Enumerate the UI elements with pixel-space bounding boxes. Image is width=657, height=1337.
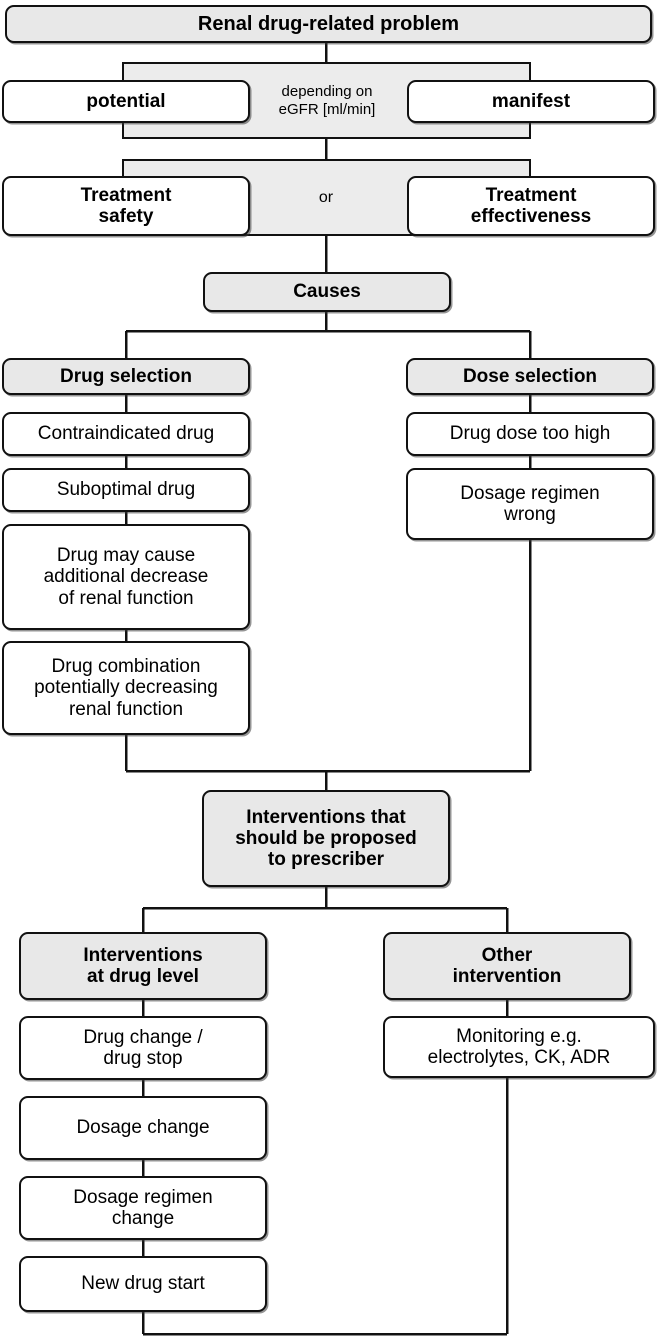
or-label: or xyxy=(318,189,334,207)
node-interventions-proposed-to-prescriber[interactable]: Interventions that should be proposed to… xyxy=(202,790,450,887)
node-label-line-2: change xyxy=(111,1208,175,1229)
node-monitoring-electrolytes-ck-adr[interactable]: Monitoring e.g. electrolytes, CK, ADR xyxy=(383,1016,655,1078)
depending-line-1: depending on xyxy=(281,83,373,100)
node-label-line-1: Interventions xyxy=(83,944,203,966)
node-label: Drug dose too high xyxy=(449,423,611,445)
node-label-line-2: should be proposed xyxy=(235,827,417,849)
node-label: Suboptimal drug xyxy=(56,479,196,501)
node-label-line-2: additional decrease xyxy=(43,566,209,588)
node-potential[interactable]: potential xyxy=(2,80,250,123)
node-label-line-2: potentially decreasing xyxy=(34,677,218,699)
node-label-line-3: renal function xyxy=(68,698,184,720)
band-label-depending-on-egfr: depending on eGFR [ml/min] xyxy=(246,66,408,136)
node-label: Renal drug-related problem xyxy=(197,12,460,35)
node-dosage-regimen-wrong[interactable]: Dosage regimen wrong xyxy=(406,468,654,540)
node-label-line-2: effectiveness xyxy=(470,206,592,227)
node-label: Contraindicated drug xyxy=(37,423,215,445)
node-label-line-2: intervention xyxy=(452,966,562,987)
node-drug-combination-potentially-decreasing[interactable]: Drug combination potentially decreasing … xyxy=(2,641,250,735)
node-label-line-2: at drug level xyxy=(87,966,199,987)
node-label: potential xyxy=(86,90,166,112)
node-drug-change-drug-stop[interactable]: Drug change / drug stop xyxy=(19,1016,267,1080)
node-label-line-1: Dosage regimen xyxy=(460,482,600,504)
node-label: manifest xyxy=(491,90,571,112)
node-drug-may-cause-additional-decrease[interactable]: Drug may cause additional decrease of re… xyxy=(2,524,250,630)
node-label: Causes xyxy=(293,281,361,303)
node-treatment-effectiveness[interactable]: Treatment effectiveness xyxy=(407,176,655,236)
node-dose-selection[interactable]: Dose selection xyxy=(406,358,654,395)
node-manifest[interactable]: manifest xyxy=(407,80,655,123)
depending-line-2: eGFR [ml/min] xyxy=(278,101,376,118)
node-label-line-2: drug stop xyxy=(103,1048,183,1069)
node-treatment-safety[interactable]: Treatment safety xyxy=(2,176,250,236)
band-label-or: or xyxy=(266,163,386,233)
node-label-line-1: Drug change / xyxy=(83,1026,203,1048)
node-dosage-regimen-change[interactable]: Dosage regimen change xyxy=(19,1176,267,1240)
node-dosage-change[interactable]: Dosage change xyxy=(19,1096,267,1160)
node-label: Dose selection xyxy=(462,365,598,387)
node-label-line-2: electrolytes, CK, ADR xyxy=(427,1047,611,1068)
node-label-line-1: Monitoring e.g. xyxy=(456,1025,582,1047)
node-label-line-1: Dosage regimen xyxy=(73,1186,213,1208)
node-label-line-1: Drug combination xyxy=(51,656,201,678)
node-label-line-2: wrong xyxy=(504,504,556,525)
node-causes[interactable]: Causes xyxy=(203,272,451,312)
node-label-line-2: safety xyxy=(98,206,154,227)
node-label: New drug start xyxy=(81,1273,205,1295)
node-label-line-3: of renal function xyxy=(58,587,194,609)
node-interventions-at-drug-level[interactable]: Interventions at drug level xyxy=(19,932,267,1000)
node-label-line-1: Treatment xyxy=(80,184,172,206)
node-renal-drug-related-problem[interactable]: Renal drug-related problem xyxy=(5,5,652,43)
node-drug-dose-too-high[interactable]: Drug dose too high xyxy=(406,412,654,456)
node-label-line-3: to prescriber xyxy=(267,849,385,871)
node-suboptimal-drug[interactable]: Suboptimal drug xyxy=(2,468,250,512)
node-drug-selection[interactable]: Drug selection xyxy=(2,358,250,395)
node-label: Dosage change xyxy=(76,1117,210,1139)
node-label-line-1: Treatment xyxy=(485,184,577,206)
node-new-drug-start[interactable]: New drug start xyxy=(19,1256,267,1312)
node-other-intervention[interactable]: Other intervention xyxy=(383,932,631,1000)
node-label-line-1: Other xyxy=(481,944,533,966)
node-contraindicated-drug[interactable]: Contraindicated drug xyxy=(2,412,250,456)
node-label-line-1: Interventions that xyxy=(246,806,406,828)
node-label-line-1: Drug may cause xyxy=(56,545,196,567)
node-label: Drug selection xyxy=(60,365,192,387)
